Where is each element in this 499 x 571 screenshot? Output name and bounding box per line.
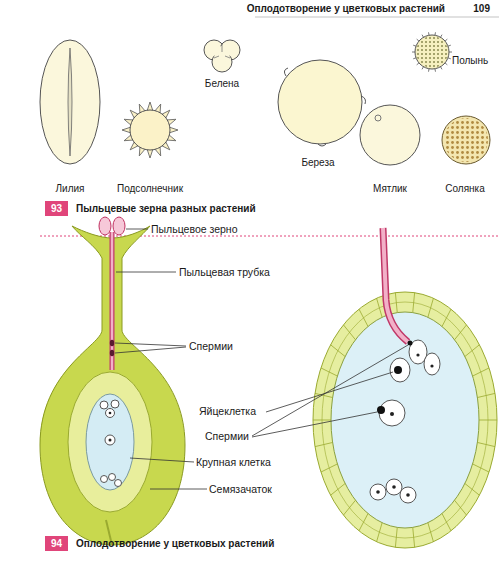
figure-caption: Пыльцевые зерна разных растений <box>76 203 256 215</box>
figure-number: 93 <box>51 203 62 214</box>
pistil <box>40 217 185 545</box>
page-number: 109 <box>473 3 490 15</box>
grain-name: Солянка <box>445 183 485 195</box>
grain-name: Мятлик <box>373 183 407 195</box>
part-name: Спермии <box>205 430 249 442</box>
figure-caption: Оплодотворение у цветковых растений <box>76 538 274 550</box>
part-name: Пыльцевая трубка <box>179 266 270 278</box>
lily-furrow <box>68 48 72 156</box>
grain-name: Белена <box>205 78 239 90</box>
figure-number-box: 94 <box>45 536 68 551</box>
part-name: Яйцеклетка <box>199 405 256 417</box>
part-name: Семязачаток <box>209 483 272 495</box>
bluegrass-grain <box>360 105 420 165</box>
part-name: Спермии <box>189 340 233 352</box>
figure-number: 94 <box>51 538 62 549</box>
grain-name: Береза <box>301 157 334 169</box>
part-name: Пыльцевое зерно <box>151 223 238 235</box>
figure-number-box: 93 <box>45 201 68 216</box>
grain-name: Полынь <box>452 55 488 67</box>
grain-name: Подсолнечник <box>117 183 183 195</box>
wormwood-grain <box>412 32 452 71</box>
part-name: Крупная клетка <box>196 456 271 468</box>
separator <box>40 236 499 237</box>
lily-grain <box>40 40 100 164</box>
running-header: Оплодотворение у цветковых растений <box>247 3 445 15</box>
grain-name: Лилия <box>56 183 85 195</box>
leader-lines <box>115 229 408 489</box>
birch-grain <box>278 60 366 146</box>
embryo-sac <box>313 292 497 548</box>
saltwort-grain <box>442 116 490 164</box>
sunflower-grain <box>122 102 178 158</box>
header-rule <box>255 17 499 18</box>
henbane-grain <box>204 40 240 72</box>
embryo-sac-contents <box>370 228 440 503</box>
